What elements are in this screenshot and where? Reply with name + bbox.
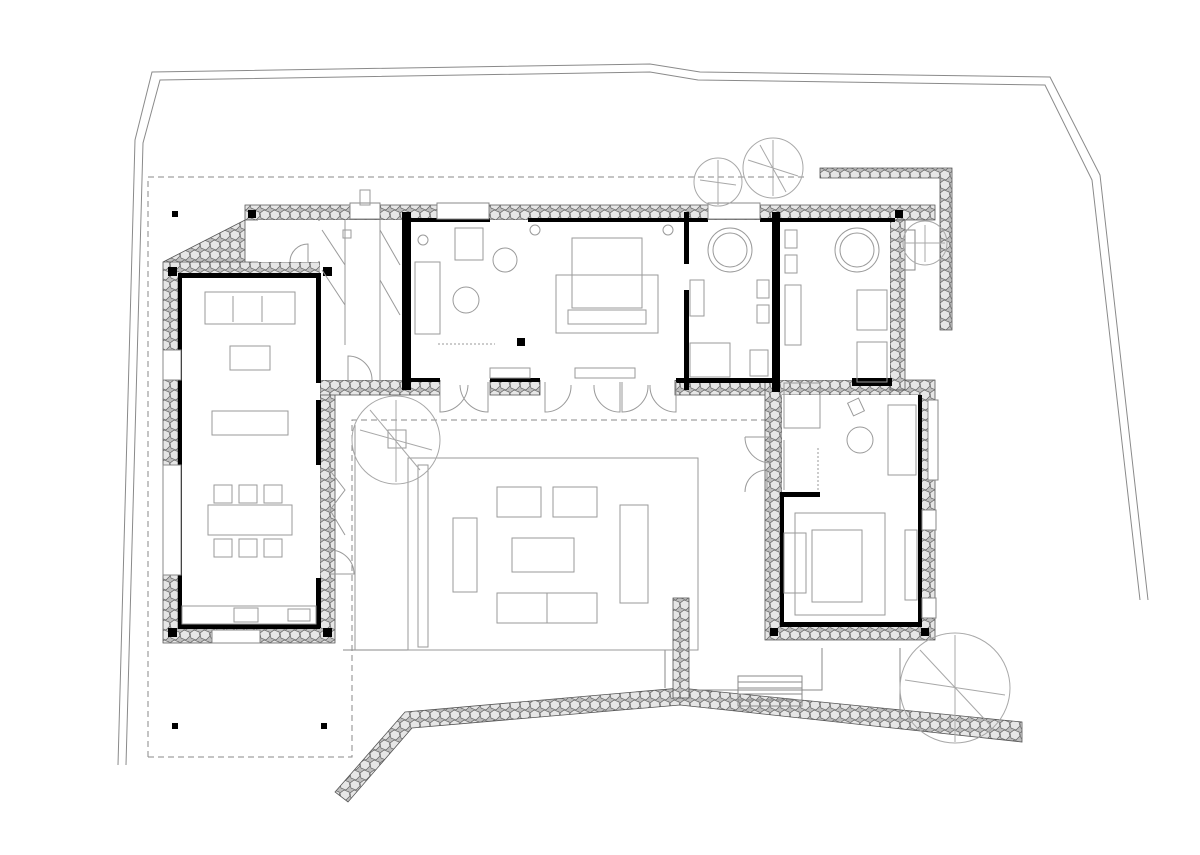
doors — [289, 189, 771, 575]
tree-icon — [899, 632, 1011, 744]
coffee-table — [511, 537, 575, 573]
windows — [162, 202, 939, 644]
courtyard-terrace — [354, 425, 699, 651]
corridor-wardrobes — [321, 220, 401, 380]
pergola-outline-bottom — [148, 419, 780, 758]
column — [321, 723, 327, 729]
tree-icon — [351, 395, 441, 485]
stone-fence — [819, 167, 953, 331]
pergola-outline — [147, 176, 805, 757]
dining-table — [207, 504, 293, 536]
kitchen-counter — [181, 605, 317, 625]
corridor — [320, 220, 408, 380]
bathroom-fixtures — [689, 227, 888, 383]
structural-walls — [168, 210, 929, 637]
sofa — [204, 291, 296, 325]
column — [172, 723, 178, 729]
master-bedroom-furniture — [414, 224, 674, 379]
daybed — [452, 517, 478, 593]
tree-icon — [902, 220, 948, 266]
tree-icons — [351, 137, 1011, 744]
steps — [737, 675, 803, 707]
bed — [571, 237, 643, 309]
site-boundary-inner — [125, 71, 1141, 766]
wc-room — [258, 220, 318, 262]
coffee-table — [229, 345, 271, 371]
terrace-edge — [343, 649, 666, 688]
armchair — [552, 486, 598, 518]
tree-icon — [693, 157, 743, 207]
armchair — [496, 486, 542, 518]
living-dining-room — [180, 277, 320, 628]
sideboard — [211, 410, 289, 436]
retaining-wall — [334, 687, 1023, 803]
site-boundary — [117, 63, 1149, 766]
retaining-wall-strip — [672, 597, 690, 699]
living-dining-furniture — [181, 291, 317, 625]
bathtub — [707, 227, 753, 273]
sofa — [619, 504, 649, 604]
top-wing-stone-bottom2 — [489, 379, 541, 396]
terrace-edge-right — [697, 648, 823, 691]
top-wing-stone-bottom — [319, 379, 441, 396]
tree-icon — [742, 137, 804, 199]
master-bedroom — [412, 220, 684, 380]
guest-bedroom — [782, 395, 920, 625]
guest-bedroom-furniture — [783, 382, 918, 616]
column — [172, 211, 178, 217]
